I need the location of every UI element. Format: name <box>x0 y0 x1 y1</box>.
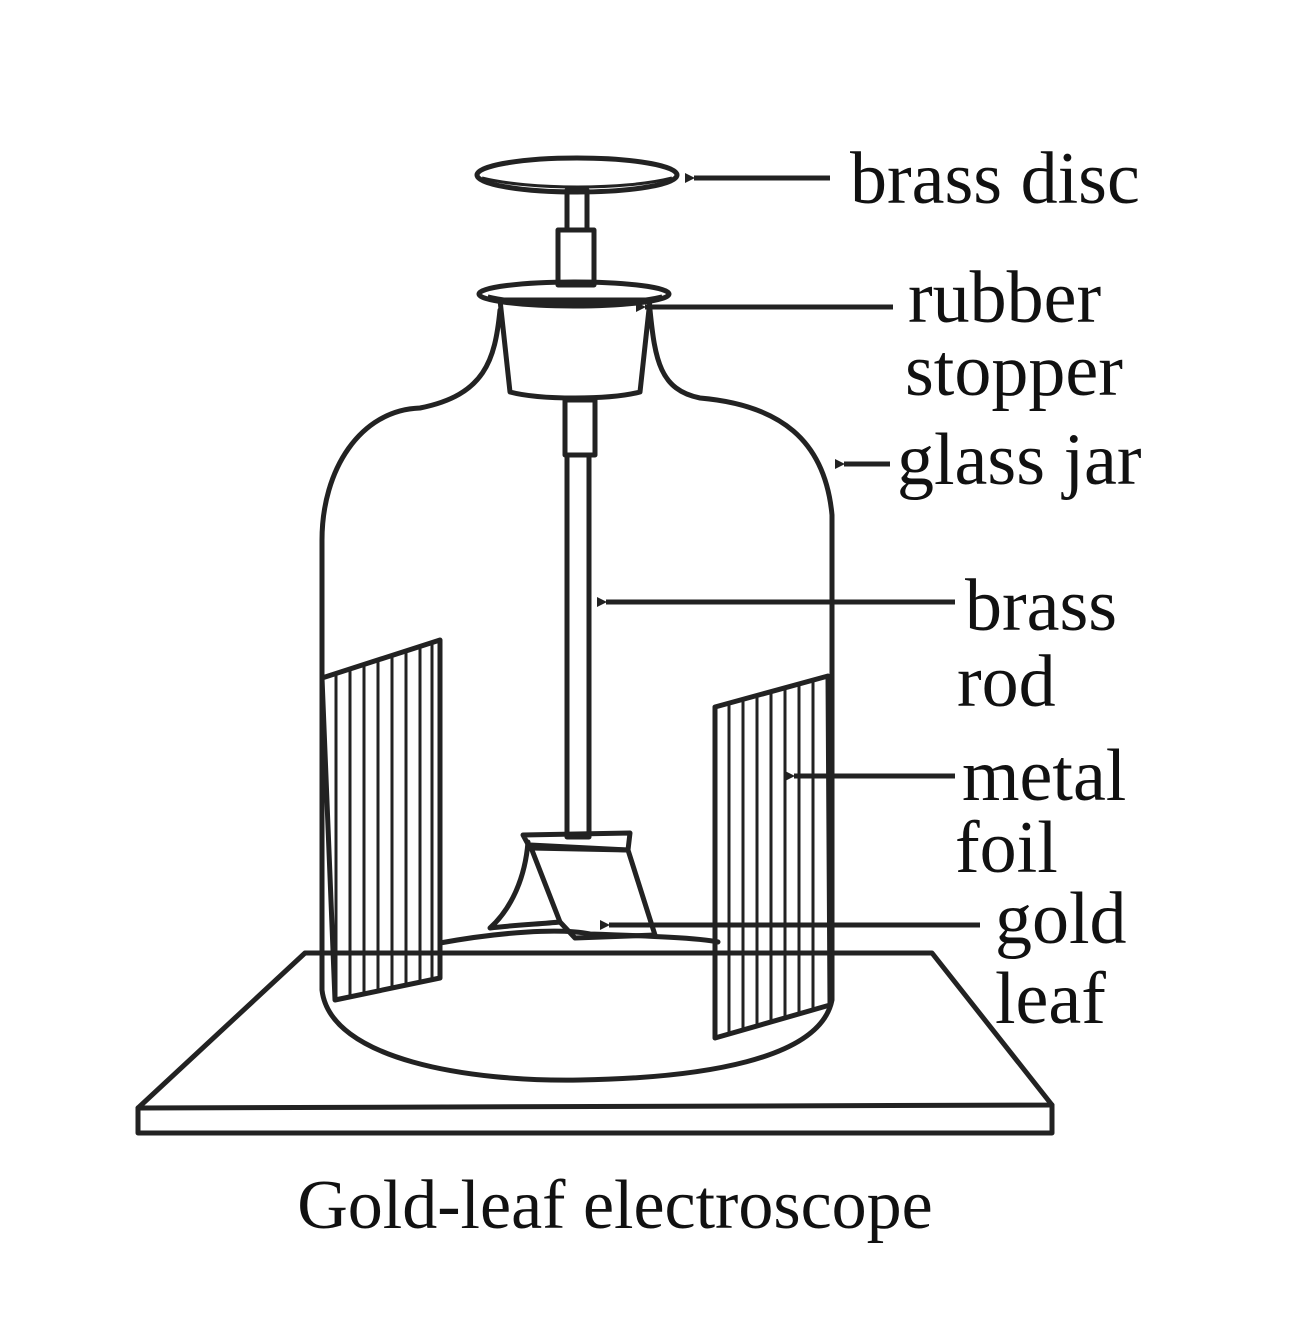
label-metal-foil-line2: foil <box>955 807 1058 889</box>
base-plate <box>135 950 1055 1136</box>
label-metal-foil-line1: metal <box>962 735 1126 817</box>
glass-jar <box>319 307 835 1083</box>
label-rubber-stopper-line2: stopper <box>905 330 1123 412</box>
metal-foil-right <box>712 673 833 1041</box>
label-gold-leaf-line1: gold <box>995 878 1127 960</box>
label-brass-rod-line1: brass <box>965 565 1117 647</box>
brass-rod <box>562 397 598 840</box>
rubber-stopper <box>476 279 672 401</box>
gold-leaf <box>487 830 658 941</box>
label-gold-leaf-line2: leaf <box>995 958 1106 1040</box>
label-brass-rod-line2: rod <box>957 641 1056 723</box>
pointer-arrows <box>597 173 980 930</box>
label-brass-disc: brass disc <box>850 138 1140 220</box>
label-glass-jar: glass jar <box>897 419 1142 501</box>
metal-foil-left <box>319 637 443 1003</box>
brass-disc <box>474 155 680 288</box>
diagram-caption: Gold-leaf electroscope <box>297 1167 933 1244</box>
label-rubber-stopper-line1: rubber <box>908 257 1101 339</box>
